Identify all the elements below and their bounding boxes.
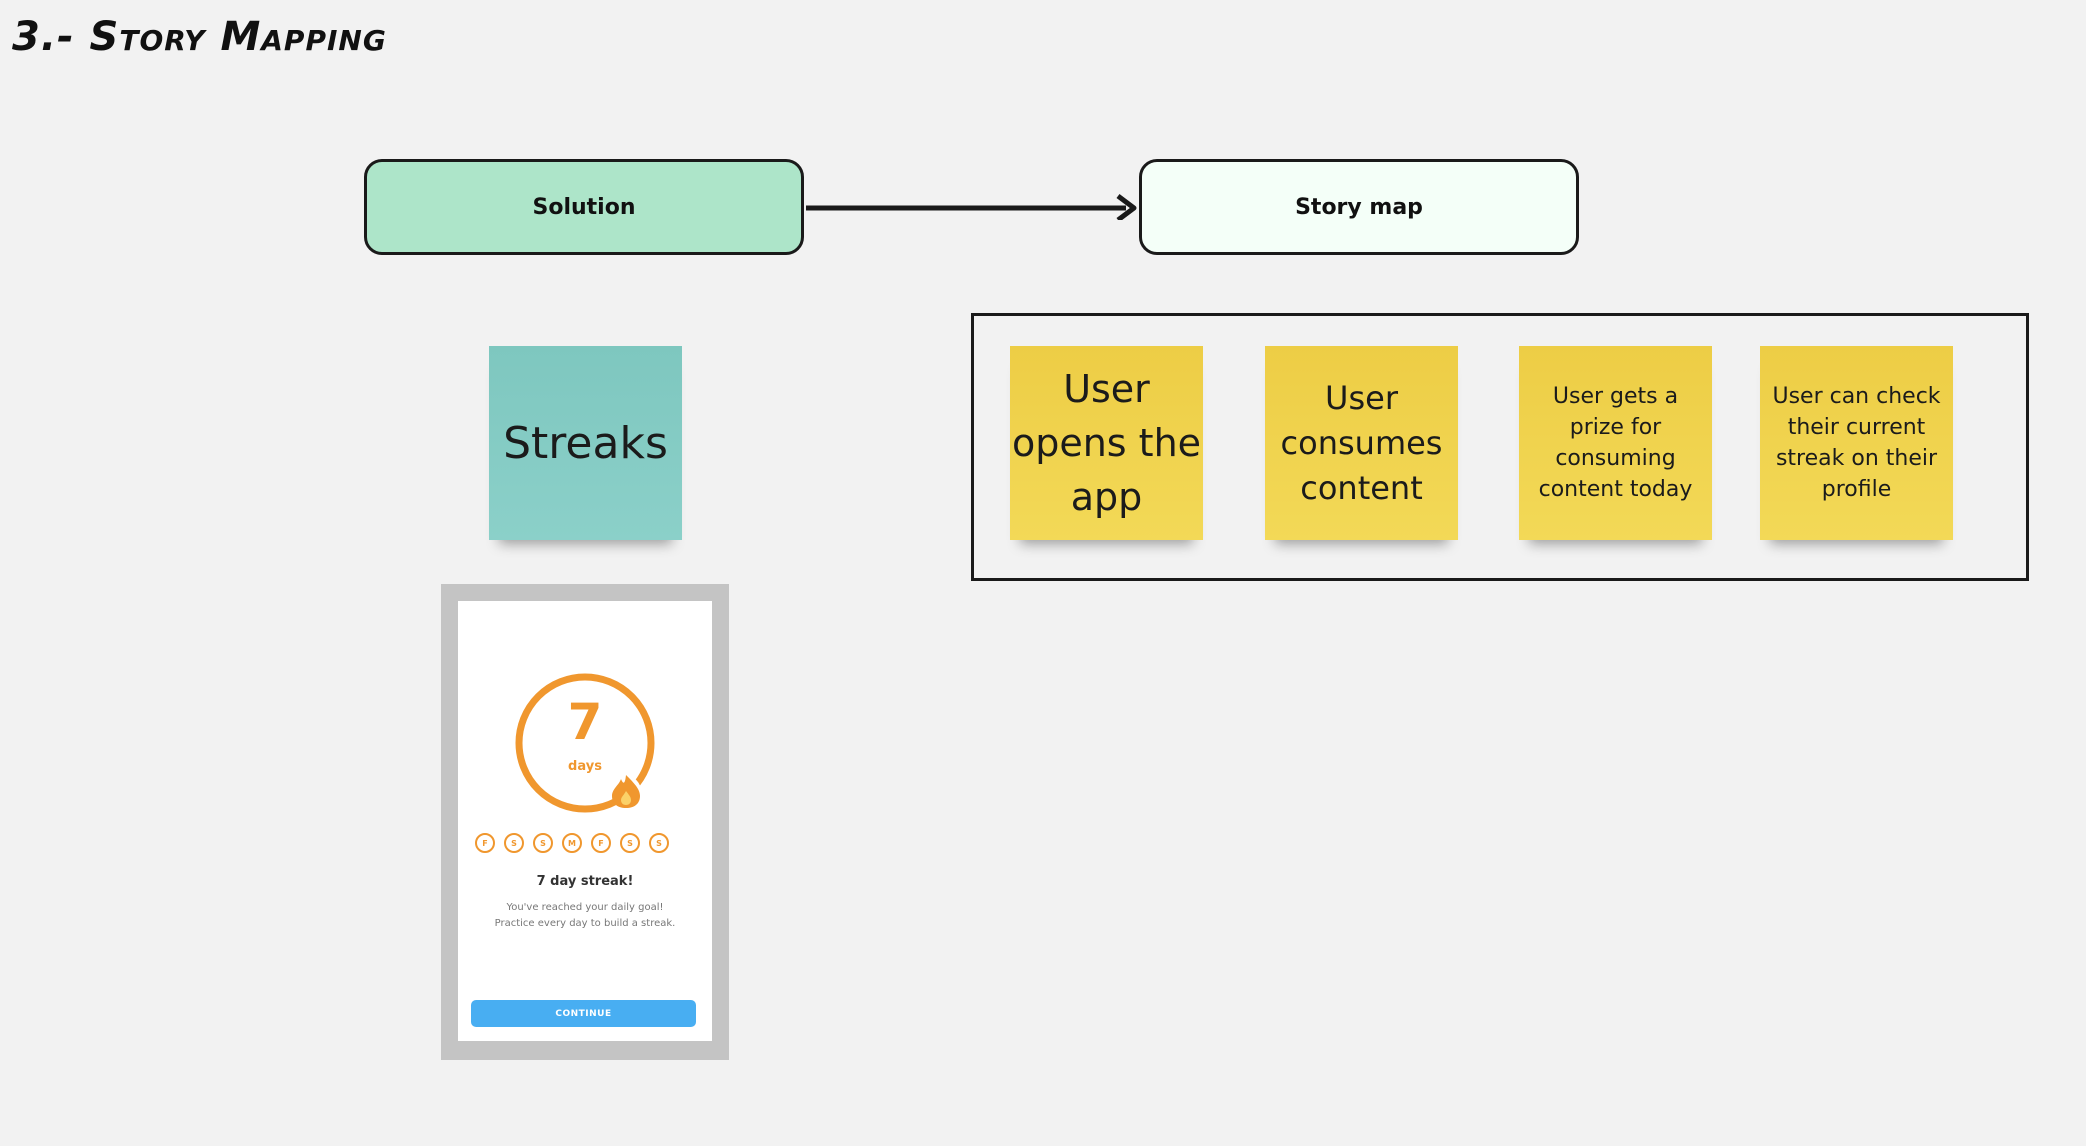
- sticky-user-consumes-content[interactable]: User consumes content: [1265, 346, 1458, 540]
- weekday-circle: S: [649, 833, 669, 853]
- sticky-text: User consumes content: [1280, 378, 1443, 507]
- weekday-circle: M: [562, 833, 582, 853]
- weekday-circle: S: [533, 833, 553, 853]
- flame-icon: [611, 775, 641, 808]
- sticky-streaks[interactable]: Streaks: [489, 346, 682, 540]
- phone-mockup[interactable]: 7 days F S S M F S S 7 day streak! You'v…: [441, 584, 729, 1060]
- arrow-head-icon: [1116, 194, 1137, 220]
- weekday-row: F S S M F S S: [475, 833, 669, 853]
- solution-label: Solution: [532, 194, 636, 220]
- continue-button[interactable]: CONTINUE: [471, 1000, 696, 1027]
- weekday-circle: S: [620, 833, 640, 853]
- phone-screen: 7 days F S S M F S S 7 day streak! You'v…: [458, 601, 712, 1041]
- streak-unit: days: [568, 759, 602, 774]
- streak-description: You've reached your daily goal! Practice…: [494, 902, 676, 929]
- sticky-user-checks-streak[interactable]: User can check their current streak on t…: [1760, 346, 1953, 540]
- storymap-label: Story map: [1295, 194, 1423, 220]
- story-map-frame[interactable]: [971, 313, 2029, 581]
- board-title: 3.- Story Mapping: [12, 14, 387, 60]
- sticky-streaks-text: Streaks: [503, 417, 668, 469]
- storymap-box[interactable]: Story map: [1139, 159, 1579, 255]
- streak-number: 7: [567, 693, 603, 751]
- streak-title: 7 day streak!: [536, 874, 634, 889]
- sticky-text: User opens the app: [1011, 367, 1202, 519]
- sticky-text: User can check their current streak on t…: [1772, 384, 1941, 502]
- sticky-user-opens-app[interactable]: User opens the app: [1010, 346, 1203, 540]
- solution-box[interactable]: Solution: [364, 159, 804, 255]
- streak-ring: [515, 673, 655, 813]
- weekday-circle: F: [475, 833, 495, 853]
- sticky-user-gets-prize[interactable]: User gets a prize for consuming content …: [1519, 346, 1712, 540]
- arrow-connector[interactable]: [806, 190, 1142, 220]
- weekday-circle: S: [504, 833, 524, 853]
- weekday-circle: F: [591, 833, 611, 853]
- sticky-text: User gets a prize for consuming content …: [1538, 384, 1693, 502]
